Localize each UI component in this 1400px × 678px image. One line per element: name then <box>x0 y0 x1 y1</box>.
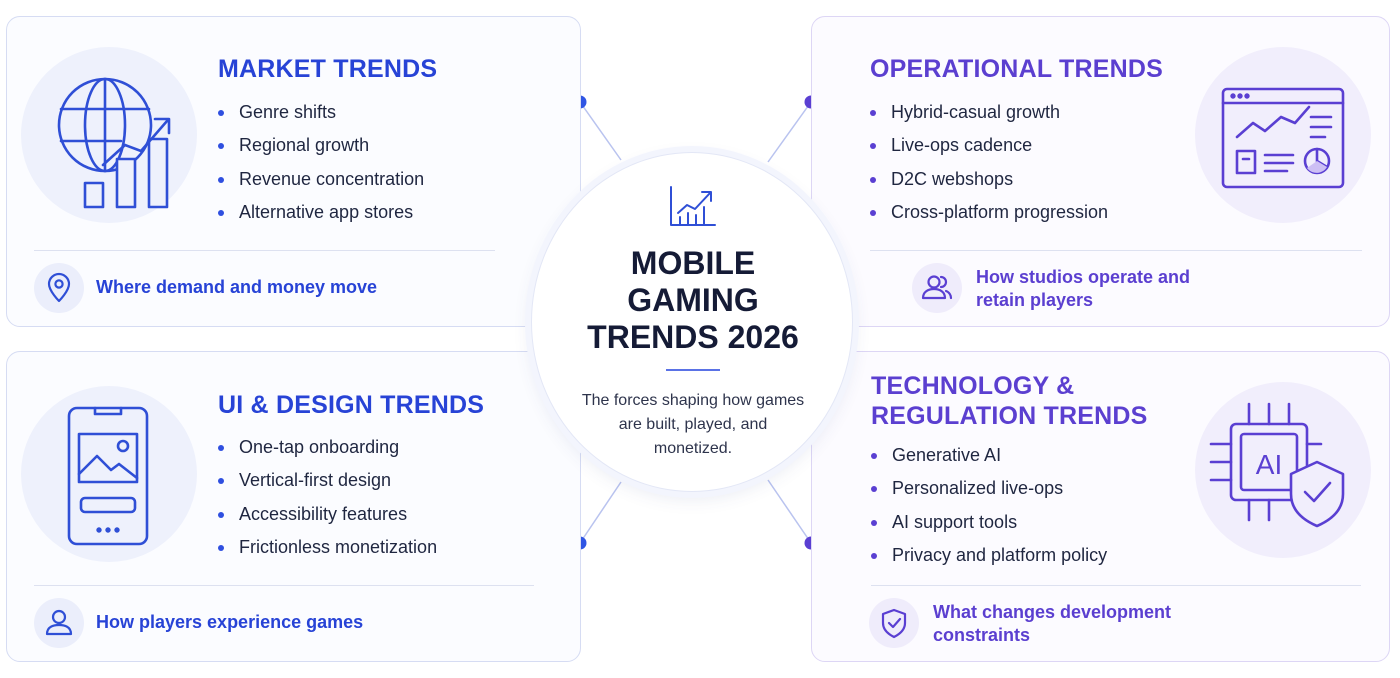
connector-line-market <box>579 101 622 161</box>
list-item: One-tap onboarding <box>218 431 437 464</box>
list-item: Frictionless monetization <box>218 531 437 564</box>
list-item: Cross-platform progression <box>870 196 1108 229</box>
ui-design-trends-footer: How players experience games <box>96 612 364 632</box>
svg-text:AI: AI <box>1256 449 1282 480</box>
smartphone-image-icon <box>21 386 197 562</box>
ui-design-trends-title: UI & DESIGN TRENDS <box>218 391 485 419</box>
market-trends-title: MARKET TRENDS <box>218 55 438 83</box>
connector-line-ui-design <box>579 481 622 544</box>
user-icon <box>34 598 84 648</box>
list-item: AI support tools <box>871 506 1107 539</box>
dashboard-window-icon <box>1195 47 1371 223</box>
technology-regulation-trends-title-line-2: REGULATION TRENDS <box>871 402 1148 430</box>
hub-title-line: GAMING <box>627 282 759 318</box>
hub-subtitle: The forces shaping how games are built, … <box>581 392 805 457</box>
ai-chip-shield-icon: AI <box>1195 382 1371 558</box>
connector-line-tech-regulation <box>767 479 812 544</box>
center-hub: MOBILE GAMING TRENDS 2026 The forces sha… <box>531 152 853 492</box>
operational-trends-footer: How studios operate and retain players <box>976 267 1191 310</box>
operational-trends-card: OPERATIONAL TRENDS Hybrid-casual growth … <box>811 16 1390 327</box>
list-item: Generative AI <box>871 439 1107 472</box>
list-item: Live-ops cadence <box>870 129 1108 162</box>
divider <box>871 585 1361 586</box>
technology-regulation-trends-card: TECHNOLOGY & REGULATION TRENDS Generativ… <box>811 351 1390 662</box>
users-icon <box>912 263 962 313</box>
list-item: Accessibility features <box>218 498 437 531</box>
divider <box>34 250 495 251</box>
market-trends-footer: Where demand and money move <box>96 277 378 297</box>
market-trends-list: Genre shifts Regional growth Revenue con… <box>218 96 424 230</box>
globe-growth-chart-icon <box>21 47 197 223</box>
technology-regulation-trends-footer: What changes development constraints <box>933 602 1172 645</box>
list-item: Privacy and platform policy <box>871 539 1107 572</box>
list-item: D2C webshops <box>870 163 1108 196</box>
list-item: Genre shifts <box>218 96 424 129</box>
connector-line-operational <box>767 101 812 163</box>
technology-regulation-trends-list: Generative AI Personalized live-ops AI s… <box>871 439 1107 573</box>
list-item: Personalized live-ops <box>871 472 1107 505</box>
list-item: Regional growth <box>218 129 424 162</box>
list-item: Vertical-first design <box>218 464 437 497</box>
shield-check-icon <box>869 598 919 648</box>
ui-design-trends-card: UI & DESIGN TRENDS One-tap onboarding Ve… <box>6 351 581 662</box>
list-item: Alternative app stores <box>218 196 424 229</box>
technology-regulation-trends-title-line-1: TECHNOLOGY & <box>871 372 1075 400</box>
operational-trends-title: OPERATIONAL TRENDS <box>870 55 1163 83</box>
location-pin-icon <box>34 263 84 313</box>
hub-title: MOBILE GAMING TRENDS 2026 <box>532 245 854 356</box>
divider <box>870 250 1362 251</box>
market-trends-card: MARKET TRENDS Genre shifts Regional grow… <box>6 16 581 327</box>
hub-title-line: TRENDS 2026 <box>587 319 799 355</box>
list-item: Hybrid-casual growth <box>870 96 1108 129</box>
trend-chart-icon <box>670 186 716 226</box>
operational-trends-list: Hybrid-casual growth Live-ops cadence D2… <box>870 96 1108 230</box>
list-item: Revenue concentration <box>218 163 424 196</box>
hub-title-line: MOBILE <box>630 245 756 281</box>
hub-divider <box>666 369 720 371</box>
divider <box>34 585 534 586</box>
ui-design-trends-list: One-tap onboarding Vertical-first design… <box>218 431 437 565</box>
